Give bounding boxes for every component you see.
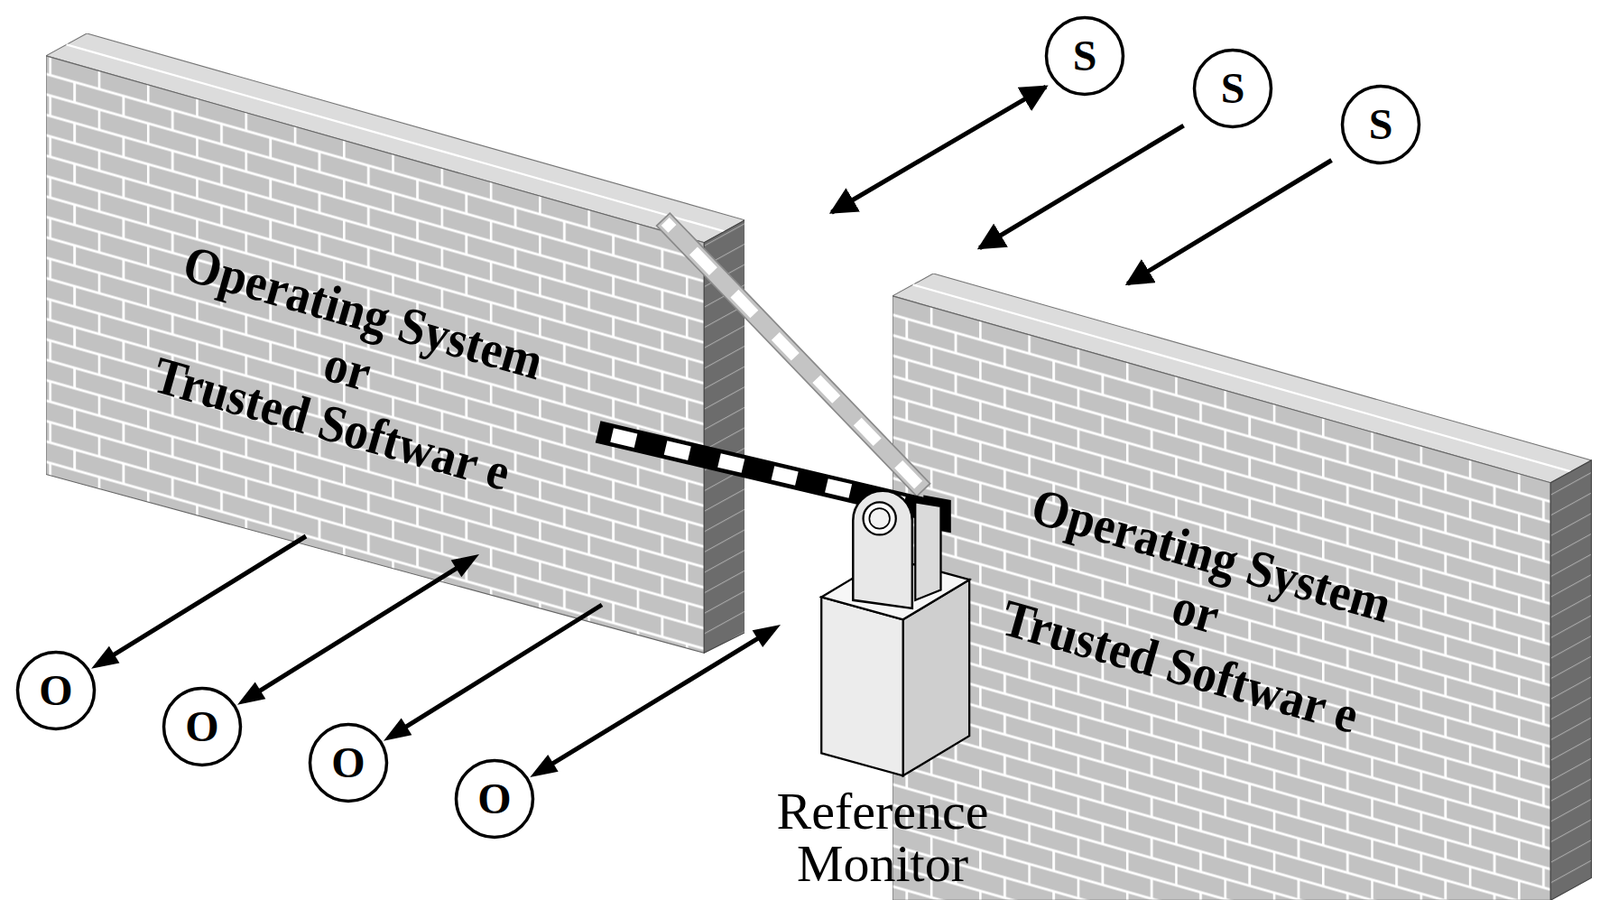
entity-circle: O: [453, 758, 536, 840]
trusted-wall: Operating System or Trusted Softwar e: [892, 273, 1592, 900]
access-arrow: [1127, 160, 1332, 285]
wall-front: [892, 295, 1551, 900]
entity-letter: O: [307, 721, 389, 804]
arrow-line: [255, 565, 461, 694]
entity-letter: O: [161, 685, 243, 768]
access-arrow: [91, 536, 306, 669]
entity-letter: S: [1192, 47, 1274, 130]
arrow-line: [401, 604, 602, 730]
pedestal: [821, 490, 970, 776]
entity-circle: O: [15, 649, 97, 731]
entity-letter: O: [15, 649, 97, 731]
gate-group: [598, 86, 1332, 776]
access-arrow: [979, 125, 1184, 249]
arrow-head: [91, 646, 120, 669]
arrow-head: [752, 624, 781, 648]
entity-letter: S: [1340, 83, 1422, 166]
trusted-wall: Operating System or Trusted Softwar e: [46, 33, 746, 653]
entity-circle: S: [1192, 47, 1274, 130]
wall-front: [46, 55, 704, 653]
component-label: Reference Monitor: [747, 785, 1018, 890]
entity-letter: O: [453, 758, 536, 840]
access-arrow: [832, 86, 1046, 213]
arrow-line: [110, 536, 306, 657]
arrow-head: [529, 754, 558, 777]
arrow-head: [451, 554, 480, 577]
entity-circle: S: [1340, 83, 1422, 166]
arrow-head: [237, 682, 266, 705]
access-arrow: [529, 624, 781, 777]
access-arrow: [383, 604, 602, 741]
arrow-head: [383, 717, 412, 740]
wall-end: [1551, 460, 1592, 900]
entity-circle: O: [307, 721, 389, 804]
subject-arrows: [832, 86, 1332, 284]
entity-letter: S: [1044, 15, 1126, 97]
entity-circle: S: [1044, 15, 1126, 97]
arrow-line: [548, 635, 763, 766]
entity-circle: O: [161, 685, 243, 768]
access-arrow: [237, 554, 480, 705]
